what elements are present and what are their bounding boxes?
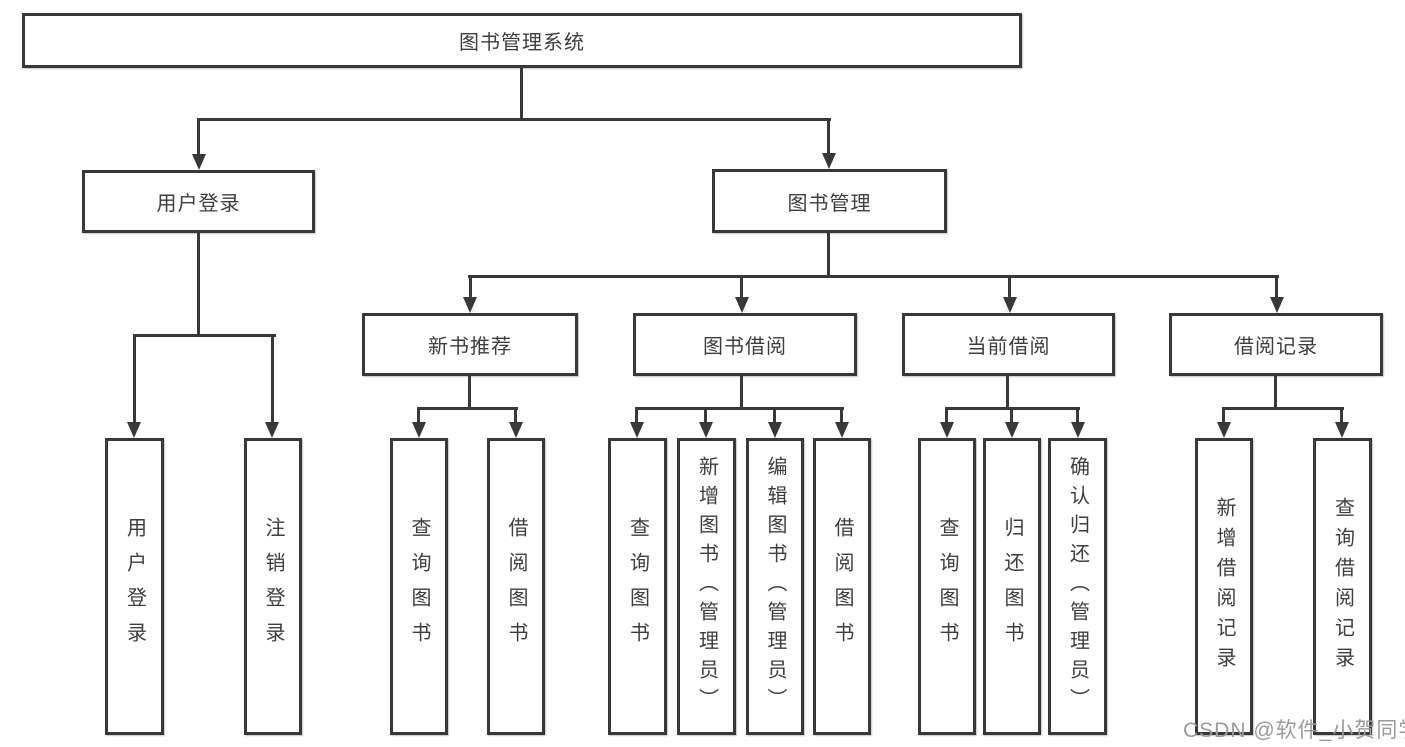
connector-level3-bar xyxy=(468,275,1279,278)
connector-arm-D2 xyxy=(1340,407,1343,423)
node-root: 图书管理系统 xyxy=(22,13,1022,68)
node-new-book-group: 新书推荐 xyxy=(362,313,578,376)
connector-arm-B4 xyxy=(840,407,843,423)
leaf-borrow-book-a-label: 借阅图书 xyxy=(505,516,527,657)
connector-groupA-bar xyxy=(417,407,518,410)
node-new-book-label: 新书推荐 xyxy=(428,336,512,358)
connector-arm-borrow-record xyxy=(1275,275,1278,299)
connector-user-login-stem xyxy=(197,233,200,337)
arrowhead-D1 xyxy=(1217,422,1231,438)
watermark: CSDN @软件_小贺同学 xyxy=(1183,719,1405,742)
node-book-borrow-group: 图书借阅 xyxy=(633,313,857,376)
leaf-query-book-a: 查询图书 xyxy=(390,438,448,735)
leaf-query-borrow-record-label: 查询借阅记录 xyxy=(1331,496,1354,677)
arrowhead-A2 xyxy=(509,422,523,438)
arrowhead-leaf-logout xyxy=(265,422,279,438)
arrowhead-D2 xyxy=(1335,422,1349,438)
arrowhead-C2 xyxy=(1005,422,1019,438)
connector-arm-leaf-logout xyxy=(271,334,274,422)
node-book-mgmt-branch-label: 图书管理 xyxy=(787,192,872,215)
arrowhead-book-borrow xyxy=(735,297,749,313)
node-user-login-branch: 用户登录 xyxy=(82,170,315,233)
connector-arm-book-borrow xyxy=(740,275,743,299)
arrowhead-new-book xyxy=(463,297,477,313)
leaf-add-borrow-record: 新增借阅记录 xyxy=(1195,438,1253,735)
connector-groupB-bar xyxy=(635,407,844,410)
leaf-confirm-return-admin-label: 确认归还（管理员） xyxy=(1066,456,1089,717)
leaf-logout: 注销登录 xyxy=(244,438,302,735)
leaf-add-book-admin-label: 新增图书（管理员） xyxy=(695,456,718,717)
connector-groupD-bar xyxy=(1222,407,1344,410)
node-book-borrow-label: 图书借阅 xyxy=(703,336,787,358)
node-current-borrow-label: 当前借阅 xyxy=(966,336,1051,358)
leaf-confirm-return-admin: 确认归还（管理员） xyxy=(1048,438,1107,735)
leaf-query-borrow-record: 查询借阅记录 xyxy=(1313,438,1372,735)
connector-arm-D1 xyxy=(1222,407,1225,423)
leaf-return-book-label: 归还图书 xyxy=(1001,516,1023,657)
connector-arm-book-mgmt xyxy=(827,118,830,155)
connector-groupD-stem xyxy=(1274,376,1277,409)
connector-arm-A1 xyxy=(417,407,420,423)
connector-groupC-stem xyxy=(1006,376,1009,409)
arrowhead-B1 xyxy=(630,422,644,438)
leaf-user-login: 用户登录 xyxy=(105,438,164,735)
connector-user-login-bar xyxy=(133,334,276,337)
arrowhead-B4 xyxy=(835,422,849,438)
leaf-user-login-label: 用户登录 xyxy=(123,516,146,657)
arrowhead-B2 xyxy=(699,422,713,438)
arrowhead-A1 xyxy=(412,422,426,438)
leaf-return-book: 归还图书 xyxy=(983,438,1041,735)
node-root-label: 图书管理系统 xyxy=(459,32,585,54)
leaf-edit-book-admin-label: 编辑图书（管理员） xyxy=(764,456,786,717)
leaf-query-book-c-label: 查询图书 xyxy=(936,516,958,657)
arrowhead-C1 xyxy=(940,422,954,438)
leaf-query-book-b: 查询图书 xyxy=(608,438,667,735)
leaf-borrow-book-a: 借阅图书 xyxy=(487,438,545,735)
leaf-add-book-admin: 新增图书（管理员） xyxy=(677,438,736,735)
connector-arm-current-borrow xyxy=(1008,275,1011,299)
leaf-query-book-c: 查询图书 xyxy=(918,438,976,735)
connector-groupA-stem xyxy=(468,376,471,409)
connector-groupB-stem xyxy=(740,376,743,409)
connector-book-mgmt-stem xyxy=(827,233,830,278)
arrowhead-current-borrow xyxy=(1003,297,1017,313)
arrowhead-B3 xyxy=(768,422,782,438)
leaf-add-borrow-record-label: 新增借阅记录 xyxy=(1213,496,1235,677)
connector-arm-new-book xyxy=(469,275,472,299)
node-book-mgmt-branch: 图书管理 xyxy=(712,169,947,233)
leaf-query-book-a-label: 查询图书 xyxy=(408,516,430,657)
arrowhead-book-mgmt xyxy=(822,153,836,169)
arrowhead-C3 xyxy=(1071,422,1085,438)
leaf-query-book-b-label: 查询图书 xyxy=(626,516,649,657)
connector-arm-C1 xyxy=(945,407,948,423)
connector-arm-B3 xyxy=(773,407,776,423)
connector-arm-C3 xyxy=(1076,407,1079,423)
connector-root-stem xyxy=(520,68,523,120)
connector-arm-A2 xyxy=(514,407,517,423)
node-borrow-record-label: 借阅记录 xyxy=(1234,336,1318,358)
leaf-borrow-book-b: 借阅图书 xyxy=(813,438,871,735)
connector-arm-user-login xyxy=(197,118,200,156)
connector-arm-leaf-login xyxy=(133,334,136,422)
connector-arm-C2 xyxy=(1010,407,1013,423)
connector-level1-bar xyxy=(197,118,831,121)
leaf-logout-label: 注销登录 xyxy=(262,516,284,657)
arrowhead-leaf-login xyxy=(127,422,141,438)
node-borrow-record-group: 借阅记录 xyxy=(1169,313,1383,376)
node-current-borrow-group: 当前借阅 xyxy=(902,313,1115,376)
connector-arm-B2 xyxy=(704,407,707,423)
arrowhead-user-login xyxy=(192,154,206,170)
arrowhead-borrow-record xyxy=(1270,297,1284,313)
connector-arm-B1 xyxy=(635,407,638,423)
node-user-login-branch-label: 用户登录 xyxy=(156,193,241,215)
leaf-borrow-book-b-label: 借阅图书 xyxy=(831,516,853,657)
leaf-edit-book-admin: 编辑图书（管理员） xyxy=(746,438,804,735)
